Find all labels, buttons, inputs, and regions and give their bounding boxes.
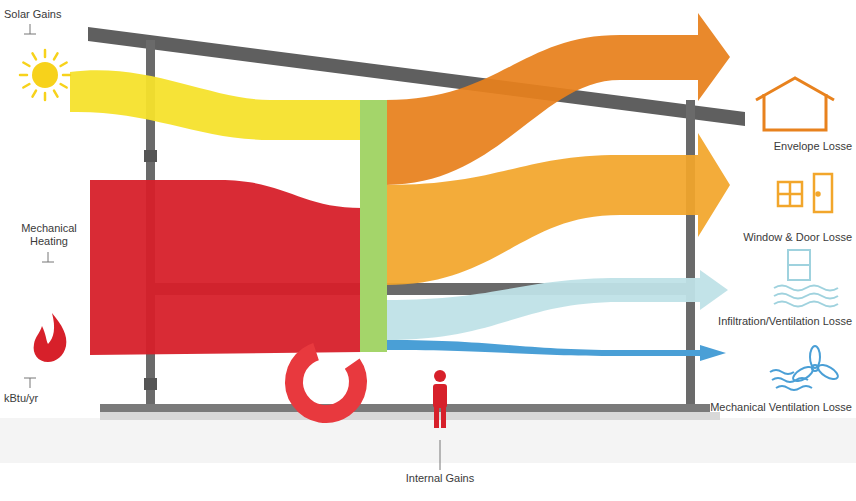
fan-icon (770, 346, 840, 390)
sun-ray (44, 93, 47, 100)
ground-band (100, 412, 720, 420)
wall-detail (144, 150, 157, 162)
infiltration-loss-flow (386, 270, 728, 340)
gain-label: Mechanical Heating (6, 222, 92, 248)
window-loss-flow (386, 133, 730, 285)
sun-ray (61, 84, 67, 88)
right-wall (686, 100, 695, 408)
mech-ventilation-loss-flow (386, 340, 726, 361)
sun-ray (54, 91, 58, 97)
gain-label: Internal Gains (406, 472, 474, 485)
balance-bar (360, 100, 387, 352)
sun-ray (63, 74, 70, 77)
loss-label: Envelope Losse (774, 140, 852, 153)
sun-ray (33, 91, 37, 97)
sun-ray (44, 50, 47, 57)
sun-ray (23, 84, 29, 88)
loss-label: Window & Door Losse (743, 231, 852, 244)
window-door-icon (778, 174, 832, 212)
solar-gain-flow (70, 70, 362, 140)
floor-slab (100, 404, 710, 412)
sun-icon (20, 50, 70, 100)
gain-label: Solar Gains (4, 8, 61, 21)
unit-label: kBtu/yr (4, 392, 38, 405)
leader-ticks (24, 24, 440, 470)
sun-ray (33, 53, 37, 59)
loss-label: Mechanical Ventilation Losse (710, 401, 852, 414)
sun-ray (54, 53, 58, 59)
heating-flow (90, 180, 362, 355)
infiltration-icon (774, 250, 838, 307)
loss-label: Infiltration/Ventilation Losse (718, 315, 852, 328)
internal-gain-loop (281, 337, 370, 426)
person-icon (433, 370, 447, 428)
wall-detail (144, 378, 157, 390)
house-icon (756, 78, 834, 130)
sun-ray (61, 63, 67, 67)
sun-ray (20, 74, 27, 77)
sun-ray (23, 63, 29, 67)
flame-icon (34, 313, 67, 362)
ground-reflection (0, 418, 856, 463)
